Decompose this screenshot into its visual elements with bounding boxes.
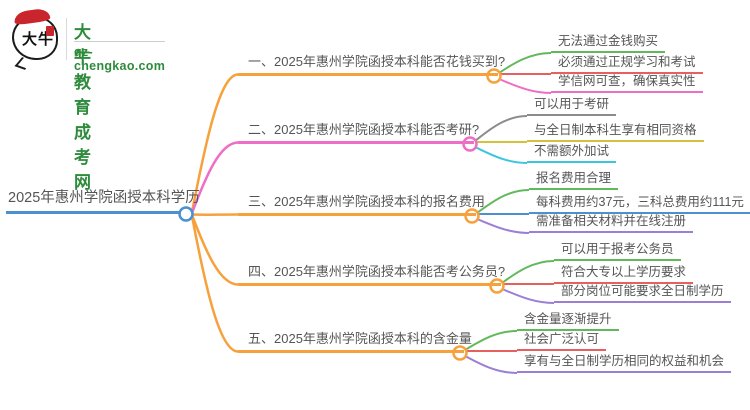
leaf-node[interactable]: 含金量逐渐提升 xyxy=(517,311,619,331)
leaf-node[interactable]: 无法通过金钱购买 xyxy=(551,33,666,53)
branch3-node[interactable]: 三、2025年惠州学院函授本科的报名费用 xyxy=(238,192,485,216)
branch2-collapse-handle[interactable] xyxy=(462,136,478,152)
leaf-node[interactable]: 部分岗位可能要求全日制学历 xyxy=(554,283,731,303)
leaf-node[interactable]: 不需额外加试 xyxy=(527,143,617,163)
wire-b5-leaf1 xyxy=(464,330,518,351)
wire-b3-leaf3 xyxy=(476,218,530,234)
root-node[interactable]: 2025年惠州学院函授本科学历 xyxy=(6,188,200,214)
wire-b5-leaf3 xyxy=(464,355,518,374)
wire-root-branch1 xyxy=(190,73,239,213)
leaf-node[interactable]: 与全日制本科生享有相同资格 xyxy=(527,122,704,142)
branch4-collapse-handle[interactable] xyxy=(489,278,505,294)
leaf-node[interactable]: 需准备相关材料并在线注册 xyxy=(529,213,694,233)
leaf-node[interactable]: 可以用于报考公务员 xyxy=(554,241,681,261)
leaf-node[interactable]: 每科费用约37元，三科总费用约111元 xyxy=(529,194,750,214)
branch2-node[interactable]: 二、2025年惠州学院函授本科能否考研? xyxy=(238,120,479,144)
wire-b3-leaf1 xyxy=(476,189,530,214)
branch1-node[interactable]: 一、2025年惠州学院函授本科能否花钱买到? xyxy=(238,52,505,76)
site-domain: gz-chengkao.com xyxy=(74,41,166,73)
logo-divider xyxy=(66,18,67,60)
branch3-collapse-handle[interactable] xyxy=(464,208,480,224)
leaf-node[interactable]: 符合大专以上学历要求 xyxy=(554,264,694,284)
branch5-collapse-handle[interactable] xyxy=(452,345,468,361)
wire-root-branch5 xyxy=(190,215,239,353)
branch4-node[interactable]: 四、2025年惠州学院函授本科能否考公务员? xyxy=(238,262,505,286)
branch5-node[interactable]: 五、2025年惠州学院函授本科的含金量 xyxy=(238,329,472,353)
wire-b4-leaf1 xyxy=(501,260,555,284)
leaf-node[interactable]: 报名费用合理 xyxy=(529,170,619,190)
leaf-node[interactable]: 享有与全日制学历相同的权益和机会 xyxy=(517,353,732,373)
wire-b2-leaf3 xyxy=(474,146,528,164)
site-name: 大牛教育成考网 xyxy=(74,23,92,192)
branch1-collapse-handle[interactable] xyxy=(486,68,502,84)
leaf-node[interactable]: 可以用于考研 xyxy=(527,96,617,116)
wire-root-branch4 xyxy=(190,214,239,286)
leaf-node[interactable]: 社会广泛认可 xyxy=(517,331,607,351)
wire-root-branch2 xyxy=(190,141,239,214)
root-collapse-handle[interactable] xyxy=(178,206,194,222)
wire-b1-leaf1 xyxy=(498,52,552,74)
logo-red-seal-icon xyxy=(46,26,54,36)
wire-b4-leaf3 xyxy=(501,288,555,304)
logo-bubble-text: 大牛 xyxy=(22,31,55,48)
wire-b1-leaf3 xyxy=(498,78,552,94)
wire-b2-leaf1 xyxy=(474,115,528,142)
leaf-node[interactable]: 必须通过正规学习和考试 xyxy=(551,54,703,74)
leaf-node[interactable]: 学信网可查，确保真实性 xyxy=(551,73,703,93)
